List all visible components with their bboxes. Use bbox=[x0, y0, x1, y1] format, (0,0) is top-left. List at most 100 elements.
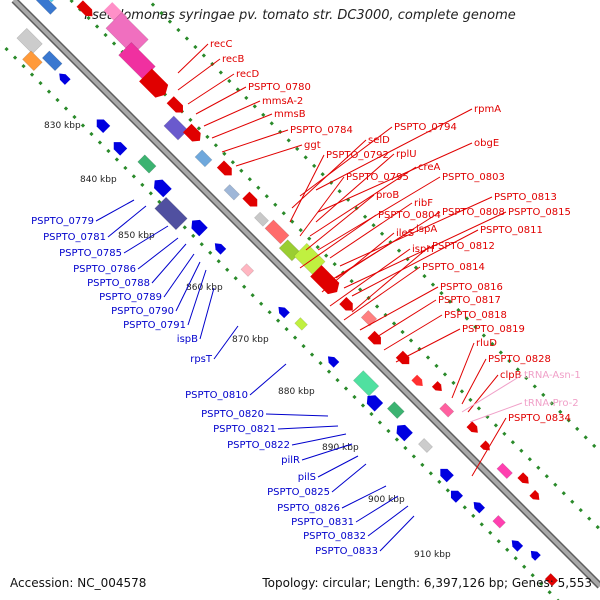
forward-gene-label: mmsB bbox=[274, 109, 306, 120]
forward-gene-label: PSPTO_0834 bbox=[508, 413, 571, 424]
reverse-gene-label: PSPTO_0821 bbox=[213, 424, 276, 435]
gene-feature-34 bbox=[22, 50, 43, 72]
gene-feature-24 bbox=[395, 350, 410, 365]
gene-block bbox=[154, 196, 188, 231]
gene-feature-26 bbox=[431, 381, 442, 392]
gene-feature-45 bbox=[278, 306, 290, 319]
forward-gene-label-leader bbox=[467, 374, 499, 413]
forward-gene-label-leader bbox=[315, 153, 395, 223]
gene-feature-31 bbox=[517, 472, 529, 484]
forward-gene-label: obgE bbox=[474, 138, 499, 149]
forward-gene-label: PSPTO_0808 bbox=[442, 207, 505, 218]
genome-summary-text: Topology: circular; Length: 6,397,126 bp… bbox=[262, 576, 592, 590]
forward-gene-label: PSPTO_0804 bbox=[378, 210, 441, 221]
gene-feature-22 bbox=[360, 309, 378, 327]
forward-gene-label: PSPTO_0814 bbox=[422, 262, 485, 273]
gene-arrow bbox=[113, 142, 128, 156]
gene-block bbox=[41, 50, 63, 72]
reverse-gene-label: PSPTO_0789 bbox=[99, 292, 162, 303]
reverse-gene-label-leader bbox=[175, 261, 201, 312]
reverse-gene-label-leader bbox=[355, 495, 399, 523]
gene-block bbox=[254, 211, 269, 227]
forward-gene-label-leader bbox=[299, 176, 345, 237]
track-dots-outer-upper bbox=[146, 0, 600, 454]
gene-feature-21 bbox=[339, 297, 353, 311]
reverse-gene-label-leader bbox=[379, 515, 415, 552]
forward-gene-label: PSPTO_0803 bbox=[442, 172, 505, 183]
kbp-tick-label: 910 kbp bbox=[414, 550, 451, 560]
gene-feature-53 bbox=[440, 468, 454, 483]
forward-gene-label-leader bbox=[351, 229, 479, 297]
forward-gene-label: PSPTO_0811 bbox=[480, 225, 543, 236]
gene-block bbox=[105, 12, 149, 56]
forward-gene-label: PSPTO_0812 bbox=[432, 241, 495, 252]
reverse-gene-label: PSPTO_0832 bbox=[303, 531, 366, 542]
gene-block bbox=[544, 573, 559, 587]
reverse-gene-label-leader bbox=[123, 225, 169, 254]
reverse-gene-label-leader bbox=[341, 485, 387, 509]
gene-arrow bbox=[154, 179, 172, 198]
reverse-gene-label: PSPTO_0786 bbox=[73, 264, 136, 275]
gene-feature-9 bbox=[166, 96, 183, 113]
gene-feature-10 bbox=[163, 115, 189, 141]
gene-arrow bbox=[310, 265, 340, 295]
forward-gene-label: PSPTO_0817 bbox=[438, 295, 501, 306]
reverse-gene-label-leader bbox=[367, 505, 409, 537]
gene-block bbox=[496, 462, 513, 480]
gene-feature-36 bbox=[59, 73, 71, 85]
forward-gene-label: selD bbox=[368, 135, 390, 146]
gene-feature-30 bbox=[496, 462, 513, 480]
forward-gene-label: ggt bbox=[304, 140, 321, 151]
reverse-gene-label-leader bbox=[213, 325, 239, 360]
gene-feature-58 bbox=[530, 550, 541, 561]
gene-feature-52 bbox=[418, 438, 433, 453]
forward-gene-label: recD bbox=[236, 69, 260, 80]
reverse-gene-label: PSPTO_0822 bbox=[227, 440, 290, 451]
reverse-gene-label-leader bbox=[107, 205, 147, 238]
reverse-gene-label-leader bbox=[95, 199, 135, 222]
gene-arrow bbox=[339, 297, 353, 311]
trna-gene-label-leader bbox=[461, 374, 523, 413]
forward-gene-label-leader bbox=[309, 166, 417, 237]
reverse-gene-label-leader bbox=[187, 269, 207, 326]
gene-feature-54 bbox=[450, 490, 463, 503]
forward-gene-label-leader bbox=[195, 86, 247, 115]
kbp-tick-label: 900 kbp bbox=[368, 495, 405, 505]
gene-feature-55 bbox=[473, 502, 485, 514]
reverse-gene-label: PSPTO_0833 bbox=[315, 546, 378, 557]
reverse-gene-label: PSPTO_0790 bbox=[111, 306, 174, 317]
forward-gene-label: clpB bbox=[500, 370, 522, 381]
reverse-gene-label: PSPTO_0788 bbox=[87, 278, 150, 289]
forward-gene-label-leader bbox=[471, 417, 507, 477]
forward-gene-label-leader bbox=[299, 214, 377, 269]
forward-gene-label-leader bbox=[235, 144, 303, 167]
gene-feature-49 bbox=[366, 395, 384, 412]
forward-gene-label: rpmA bbox=[474, 104, 501, 115]
gene-feature-51 bbox=[396, 424, 413, 442]
gene-arrow bbox=[431, 381, 442, 392]
forward-gene-label-leader bbox=[461, 358, 487, 405]
gene-arrow bbox=[411, 374, 423, 387]
reverse-gene-label-leader bbox=[291, 433, 347, 446]
gene-feature-28 bbox=[466, 421, 478, 433]
gene-feature-8 bbox=[139, 68, 169, 98]
reverse-gene-label: ispB bbox=[177, 334, 198, 345]
forward-gene-label-leader bbox=[221, 129, 289, 153]
gene-arrow bbox=[396, 424, 413, 442]
reverse-gene-label: PSPTO_0810 bbox=[185, 390, 248, 401]
gene-feature-39 bbox=[137, 154, 157, 174]
forward-gene-label-leader bbox=[203, 100, 261, 127]
forward-gene-label: PSPTO_0828 bbox=[488, 354, 551, 365]
kbp-tick-label: 860 kbp bbox=[186, 283, 223, 293]
forward-gene-label: PSPTO_0795 bbox=[346, 172, 409, 183]
gene-feature-16 bbox=[254, 211, 269, 227]
gene-feature-29 bbox=[479, 440, 490, 451]
forward-gene-label: ispH bbox=[412, 244, 434, 255]
kbp-tick-label: 850 kbp bbox=[118, 231, 155, 241]
gene-feature-12 bbox=[194, 149, 213, 168]
gene-feature-57 bbox=[511, 540, 524, 552]
gene-feature-47 bbox=[327, 356, 340, 368]
reverse-gene-label-leader bbox=[163, 253, 195, 298]
gene-block bbox=[137, 154, 157, 174]
gene-arrow bbox=[450, 490, 463, 503]
